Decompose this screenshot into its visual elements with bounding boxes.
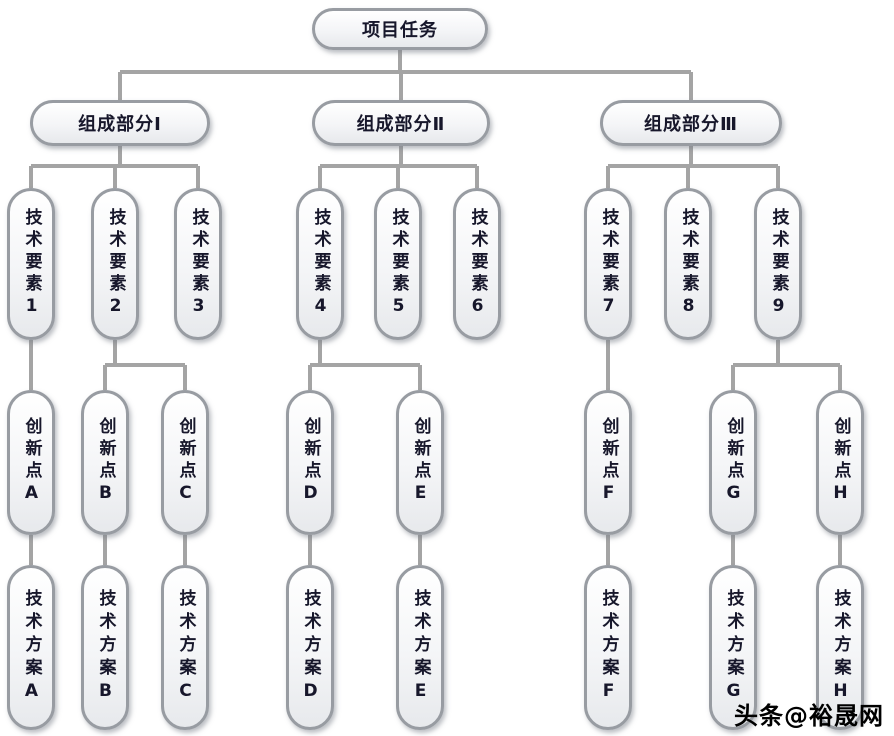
node-project-task: 项目任务 — [312, 8, 488, 50]
connector-component2-to-elements — [318, 146, 479, 188]
node-element-4: 技术要素4 — [296, 188, 344, 340]
node-solution-e: 技术方案E — [396, 565, 444, 730]
node-innovation-a: 创新点A — [7, 390, 55, 535]
node-component-3: 组成部分Ⅲ — [600, 100, 782, 146]
node-element-7: 技术要素7 — [584, 188, 632, 340]
node-innovation-h: 创新点H — [816, 390, 864, 535]
node-solution-d: 技术方案D — [286, 565, 334, 730]
node-element-5: 技术要素5 — [374, 188, 422, 340]
node-innovation-c: 创新点C — [161, 390, 209, 535]
node-element-3: 技术要素3 — [174, 188, 222, 340]
node-element-2: 技术要素2 — [91, 188, 139, 340]
node-solution-g: 技术方案G — [709, 565, 757, 730]
node-innovation-d: 创新点D — [286, 390, 334, 535]
node-innovation-e: 创新点E — [396, 390, 444, 535]
node-component-2: 组成部分Ⅱ — [312, 100, 490, 146]
node-element-9: 技术要素9 — [754, 188, 802, 340]
connector-component3-to-elements — [606, 146, 780, 188]
node-element-6: 技术要素6 — [453, 188, 501, 340]
node-solution-h: 技术方案H — [816, 565, 864, 730]
connector-root-to-components — [118, 50, 693, 100]
connector-element4-to-innovationsDE — [308, 340, 422, 390]
node-element-8: 技术要素8 — [664, 188, 712, 340]
connector-element2-to-innovationsBC — [103, 340, 187, 390]
connector-element9-to-innovationsGH — [731, 340, 842, 390]
node-solution-b: 技术方案B — [81, 565, 129, 730]
node-innovation-b: 创新点B — [81, 390, 129, 535]
node-component-1: 组成部分Ⅰ — [30, 100, 210, 146]
connector-innovations-to-solutions — [29, 535, 842, 565]
node-solution-c: 技术方案C — [161, 565, 209, 730]
watermark: 头条@裕晟网 — [734, 696, 884, 731]
node-solution-f: 技术方案F — [584, 565, 632, 730]
node-solution-a: 技术方案A — [7, 565, 55, 730]
watermark-text: 头条@裕晟网 — [734, 702, 884, 730]
connector-component1-to-elements — [29, 146, 200, 188]
node-innovation-f: 创新点F — [584, 390, 632, 535]
node-element-1: 技术要素1 — [7, 188, 55, 340]
node-innovation-g: 创新点G — [709, 390, 757, 535]
